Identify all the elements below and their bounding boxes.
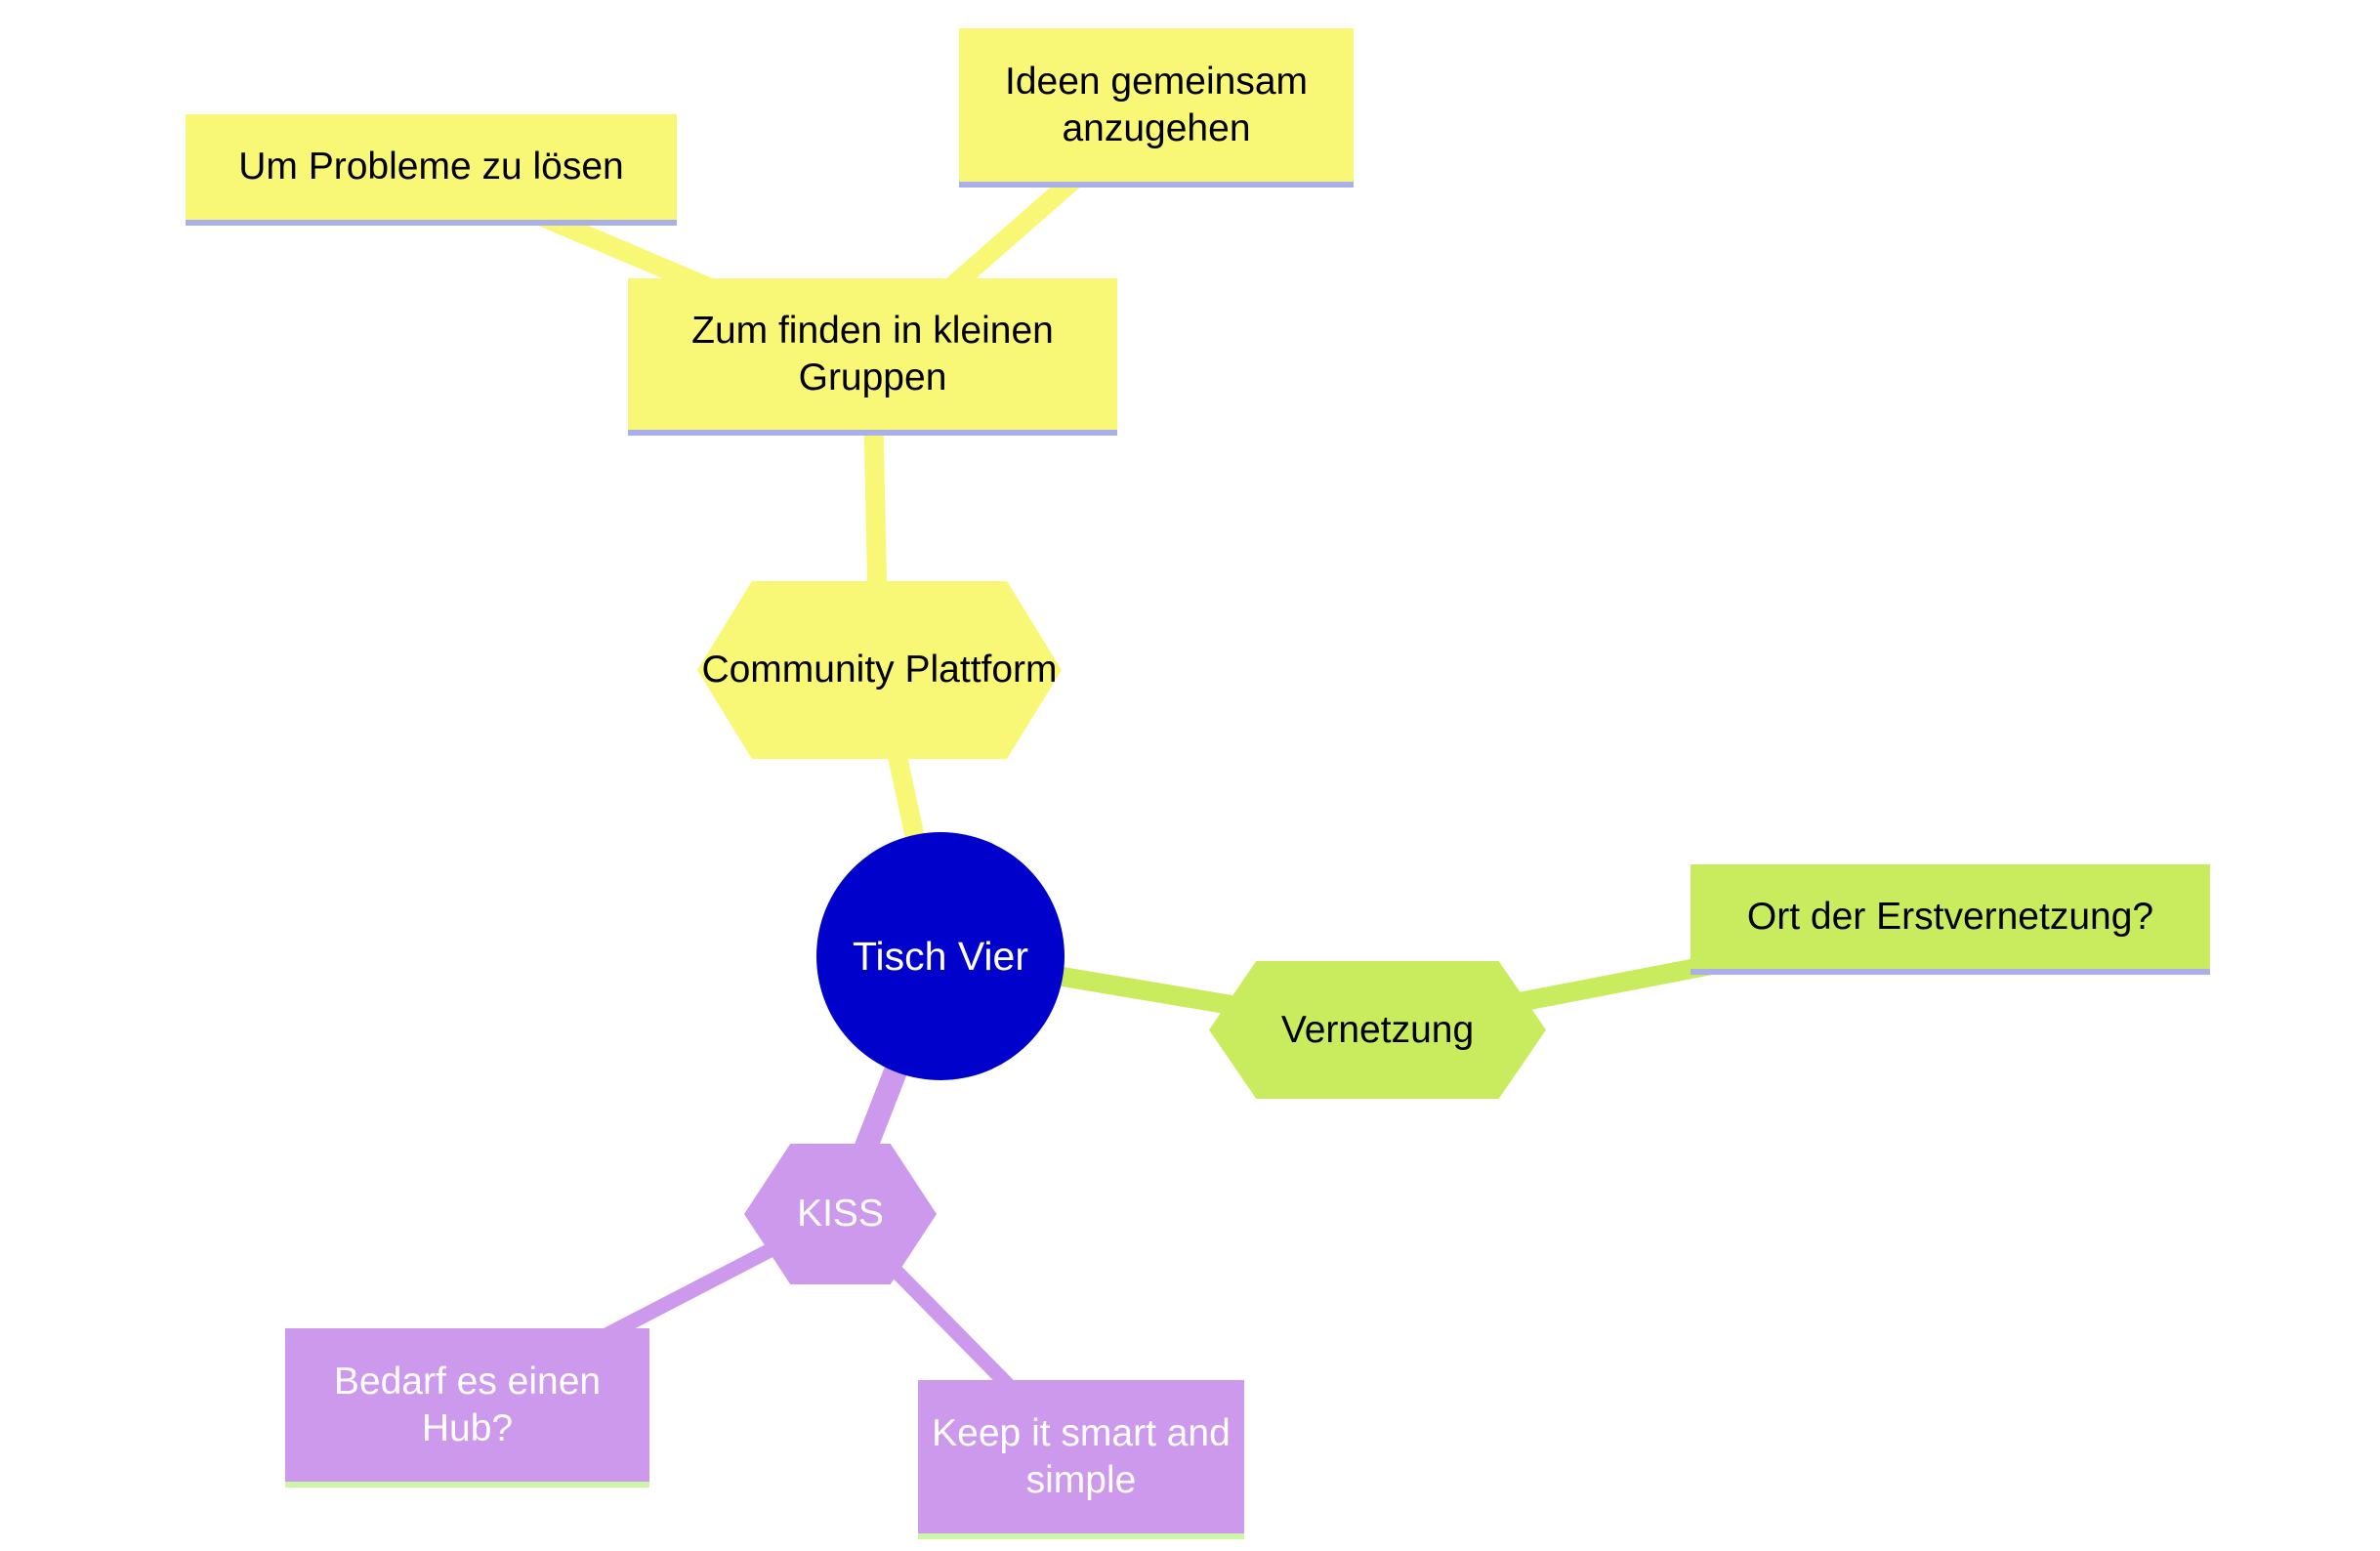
- node-label: Tisch Vier: [853, 933, 1028, 979]
- node-keep-it-smart-and-simple[interactable]: Keep it smart and simple: [918, 1380, 1244, 1539]
- node-label: Zum finden in kleinen Gruppen: [691, 309, 1054, 398]
- node-zum-finden-in-kleinen-gruppen[interactable]: Zum finden in kleinen Gruppen: [628, 278, 1117, 436]
- node-kiss[interactable]: KISS: [744, 1144, 937, 1284]
- node-label: Ort der Erstvernetzung?: [1746, 895, 2154, 938]
- node-um-probleme-zu-loesen[interactable]: Um Probleme zu lösen: [186, 114, 677, 226]
- node-label: KISS: [797, 1193, 884, 1236]
- node-label: Community Plattform: [701, 649, 1058, 692]
- node-vernetzung[interactable]: Vernetzung: [1209, 961, 1546, 1099]
- node-label: Bedarf es einen Hub?: [333, 1360, 602, 1449]
- node-ideen-gemeinsam-anzugehen[interactable]: Ideen gemeinsam anzugehen: [959, 28, 1354, 188]
- node-label: Keep it smart and simple: [932, 1411, 1231, 1501]
- node-bedarf-es-einen-hub[interactable]: Bedarf es einen Hub?: [285, 1328, 649, 1488]
- node-tisch-vier[interactable]: Tisch Vier: [816, 832, 1065, 1080]
- node-community-plattform[interactable]: Community Plattform: [697, 581, 1062, 759]
- node-label: Ideen gemeinsam anzugehen: [1004, 60, 1309, 149]
- node-label: Um Probleme zu lösen: [238, 146, 624, 189]
- node-label: Vernetzung: [1280, 1008, 1475, 1051]
- node-ort-der-erstvernetzung[interactable]: Ort der Erstvernetzung?: [1691, 864, 2210, 975]
